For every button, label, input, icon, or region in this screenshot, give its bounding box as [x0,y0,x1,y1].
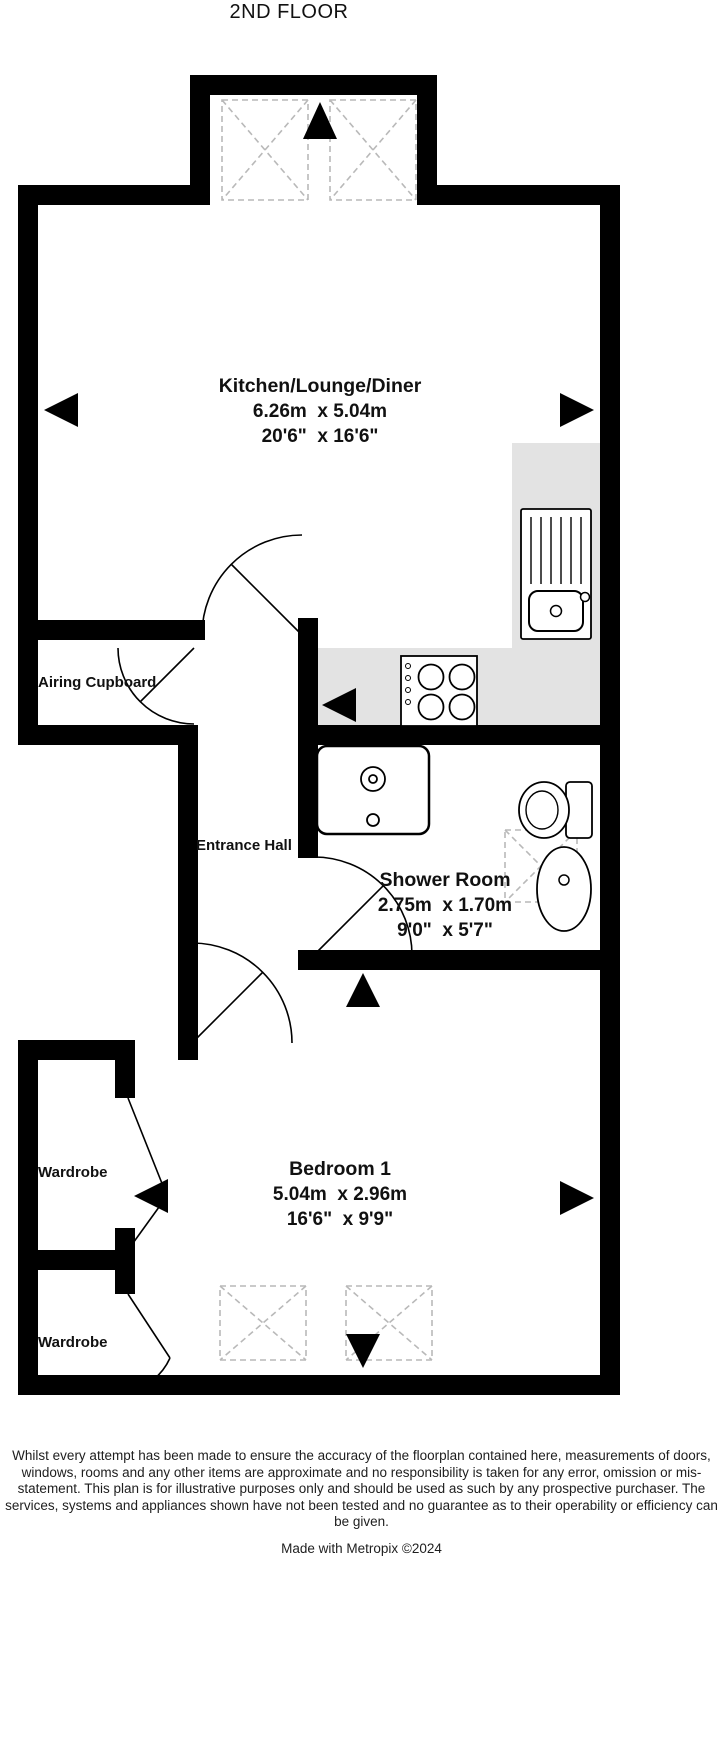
shower-room-imperial-dims: 9'0" x 5'7" [397,920,493,941]
wall-shower-bottom [298,950,620,970]
wall-wardrobe-divider [18,1250,135,1270]
metropix-credit: Made with Metropix ©2024 [281,1541,442,1556]
sink-drainer-lines [530,517,582,584]
hob-burner [417,693,445,721]
arrow-left-bedroom [134,1179,168,1213]
kitchen-name: Kitchen/Lounge/Diner [218,375,422,397]
shower-room-label: Shower Room 2.75m x 1.70m 9'0" x 5'7" [245,868,645,943]
wall-kitchen-bottom [298,725,620,745]
wall-wardrobe-stub-lower [115,1228,135,1294]
wall-left-upper [18,185,38,745]
wall-protrusion-left [190,75,210,205]
hob-burner [448,663,476,691]
doors [117,534,413,1393]
kitchen-label: Kitchen/Lounge/Diner 6.26m x 5.04m 20'6"… [120,374,520,449]
bedroom-label: Bedroom 1 5.04m x 2.96m 16'6" x 9'9" [140,1157,540,1232]
airing-cupboard-label: Airing Cupboard [38,674,157,691]
bedroom-metric-dims: 5.04m x 2.96m [272,1184,408,1205]
toilet-seat [525,790,559,830]
arrow-left-kitchen-inner [322,688,356,722]
hob [400,655,478,727]
sink-tap [579,591,591,603]
wall-cupboard-top [18,620,205,640]
window-top-right [329,99,417,201]
basin-drain [558,874,570,886]
arrow-up-top [303,102,337,139]
wash-basin [536,846,592,932]
wardrobe-top-doors [127,1097,168,1251]
arrow-right-kitchen [560,393,594,427]
shower-head-center [368,774,378,784]
bedroom-name: Bedroom 1 [289,1158,391,1180]
wall-protrusion-right [417,75,437,205]
shower-tray [315,744,431,836]
toilet-cistern [565,781,593,839]
kitchen-door [201,534,303,636]
hob-controls [405,663,411,705]
arrow-left-kitchen [44,393,78,427]
toilet [518,781,593,839]
floorplan [18,75,620,1395]
wall-wardrobe-top [18,1040,135,1060]
arrow-up-bedroom [346,973,380,1007]
kitchen-metric-dims: 6.26m x 5.04m [252,401,388,422]
arrow-right-bedroom [560,1181,594,1215]
shower-room-metric-dims: 2.75m x 1.70m [377,895,513,916]
wall-top-left [18,185,210,205]
wall-left-lower [18,1040,38,1395]
wall-corridor-left [178,725,198,1060]
sink-drain [549,604,563,618]
disclaimer-text: Whilst every attempt has been made to en… [5,1448,718,1529]
wall-right [600,185,620,1395]
wall-wardrobe-stub-upper [115,1060,135,1098]
sink-unit [520,508,592,640]
shower-room-door [313,856,413,956]
kitchen-imperial-dims: 20'6" x 16'6" [261,426,379,447]
window-bedroom-left [219,1285,307,1361]
airing-cupboard-door [117,647,195,725]
arrow-down-bedroom [346,1334,380,1368]
measurement-arrows [44,102,594,1368]
wall-protrusion-top [190,75,437,95]
shower-drain [366,813,380,827]
bedroom-door [191,942,293,1044]
shower-room-name: Shower Room [379,869,511,891]
wardrobe-bottom-door [127,1293,171,1393]
entrance-hall-label: Entrance Hall [196,837,292,854]
wall-top-right [417,185,620,205]
floor-title: 2ND FLOOR [229,1,349,23]
hob-burner [417,663,445,691]
window-top-left [221,99,309,201]
wall-cupboard-bottom [18,725,198,745]
wardrobe-top-label: Wardrobe [38,1164,108,1181]
basin-bowl [536,846,592,932]
walls [18,75,620,1395]
bedroom-imperial-dims: 16'6" x 9'9" [286,1209,394,1230]
wardrobe-bottom-label: Wardrobe [38,1334,108,1351]
hob-burner [448,693,476,721]
wall-bottom [18,1375,620,1395]
